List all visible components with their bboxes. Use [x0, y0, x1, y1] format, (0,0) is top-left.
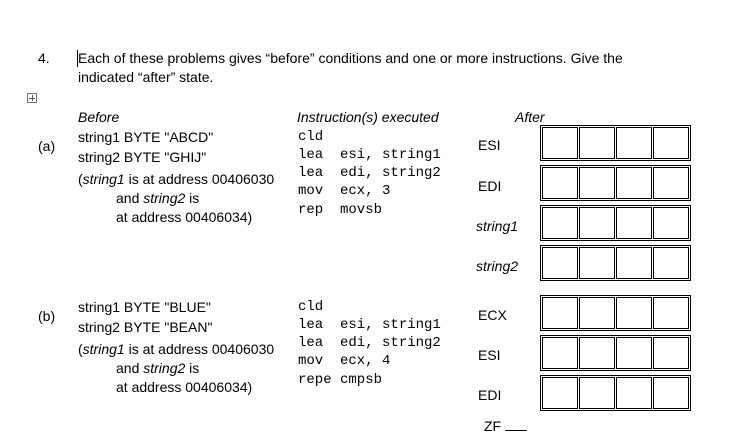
part-a-string1-ref: string1 [82, 171, 125, 187]
answer-cell[interactable] [579, 377, 615, 409]
answer-cell[interactable] [542, 337, 578, 369]
part-b-after-ecx-label: ECX [478, 307, 507, 323]
answer-cell[interactable] [542, 207, 578, 239]
part-a-string2-cells [540, 245, 691, 281]
part-a-instr-2: lea esi, string1 [298, 147, 441, 163]
part-b-after-edi-label: EDI [478, 387, 502, 403]
part-b-before-line4: and string2 is [116, 358, 199, 378]
part-a-and: and [116, 190, 144, 206]
part-b-zf: ZF [484, 416, 528, 436]
answer-cell[interactable] [653, 377, 689, 409]
part-b-instr-4: mov ecx, 4 [298, 353, 391, 369]
part-a-address1: is at address 00406030 [124, 171, 275, 187]
part-b-and: and [116, 360, 144, 376]
part-a-string2-ref: string2 [143, 190, 186, 206]
part-a-before-line1: string1 BYTE "ABCD" [78, 129, 214, 145]
answer-cell[interactable] [579, 337, 615, 369]
part-b-instr-2: lea esi, string1 [298, 317, 441, 333]
part-a-edi-cells [540, 165, 691, 201]
part-a-before-line4: and string2 is [116, 188, 199, 208]
part-a-instr-4: mov ecx, 3 [298, 183, 391, 199]
part-a-instr-5: rep movsb [298, 202, 383, 218]
question-text-line1: Each of these problems gives “before” co… [78, 50, 623, 66]
zf-answer-blank[interactable] [505, 416, 528, 431]
part-b-address1: is at address 00406030 [124, 341, 275, 357]
part-a-before-line3: (string1 is at address 00406030 [78, 171, 275, 187]
part-a-esi-cells [540, 125, 691, 161]
answer-cell[interactable] [542, 127, 578, 159]
table-move-handle-icon[interactable] [27, 93, 37, 103]
part-a-label: (a) [38, 138, 56, 154]
answer-cell[interactable] [616, 127, 652, 159]
part-a-after-edi-label: EDI [478, 178, 502, 194]
answer-cell[interactable] [653, 207, 689, 239]
header-before: Before [78, 109, 120, 125]
part-b-before-line2: string2 BYTE "BEAN" [78, 319, 213, 335]
part-b-before-line5: at address 00406034) [116, 379, 253, 395]
part-b-ecx-cells [540, 295, 691, 331]
answer-cell[interactable] [653, 247, 689, 279]
answer-cell[interactable] [616, 297, 652, 329]
part-b-string1-ref: string1 [82, 341, 125, 357]
answer-cell[interactable] [653, 337, 689, 369]
part-a-after-string1-label: string1 [476, 218, 519, 234]
part-b-label: (b) [38, 308, 56, 324]
answer-cell[interactable] [616, 247, 652, 279]
part-a-string1-cells [540, 205, 691, 241]
part-b-zf-label: ZF [484, 418, 502, 434]
text-cursor [77, 50, 78, 67]
header-after: After [515, 109, 545, 125]
part-b-is: is [185, 360, 200, 376]
answer-cell[interactable] [542, 297, 578, 329]
answer-cell[interactable] [616, 167, 652, 199]
part-b-after-esi-label: ESI [478, 347, 501, 363]
question-number: 4. [38, 50, 50, 66]
part-a-before-line2: string2 BYTE "GHIJ" [78, 149, 207, 165]
part-a-before-line5: at address 00406034) [116, 209, 253, 225]
answer-cell[interactable] [542, 377, 578, 409]
question-text-line2: indicated “after” state. [78, 69, 214, 85]
answer-cell[interactable] [616, 377, 652, 409]
part-a-after-esi-label: ESI [478, 137, 501, 153]
answer-cell[interactable] [653, 127, 689, 159]
part-b-edi-cells [540, 375, 691, 411]
part-a-after-string2-label: string2 [476, 258, 519, 274]
answer-cell[interactable] [579, 247, 615, 279]
part-b-instr-1: cld [298, 299, 324, 315]
part-a-instr-3: lea edi, string2 [298, 165, 441, 181]
answer-cell[interactable] [653, 297, 689, 329]
part-b-instr-5: repe cmpsb [298, 372, 383, 388]
answer-cell[interactable] [579, 127, 615, 159]
answer-cell[interactable] [542, 167, 578, 199]
header-instructions: Instruction(s) executed [297, 109, 439, 125]
answer-cell[interactable] [616, 337, 652, 369]
answer-cell[interactable] [579, 207, 615, 239]
answer-cell[interactable] [616, 207, 652, 239]
answer-cell[interactable] [542, 247, 578, 279]
part-a-is: is [185, 190, 200, 206]
part-a-instr-1: cld [298, 129, 324, 145]
part-b-before-line3: (string1 is at address 00406030 [78, 341, 275, 357]
part-b-instr-3: lea edi, string2 [298, 335, 441, 351]
part-b-before-line1: string1 BYTE "BLUE" [78, 299, 211, 315]
part-b-esi-cells [540, 335, 691, 371]
answer-cell[interactable] [579, 167, 615, 199]
answer-cell[interactable] [579, 297, 615, 329]
part-b-string2-ref: string2 [143, 360, 186, 376]
answer-cell[interactable] [653, 167, 689, 199]
